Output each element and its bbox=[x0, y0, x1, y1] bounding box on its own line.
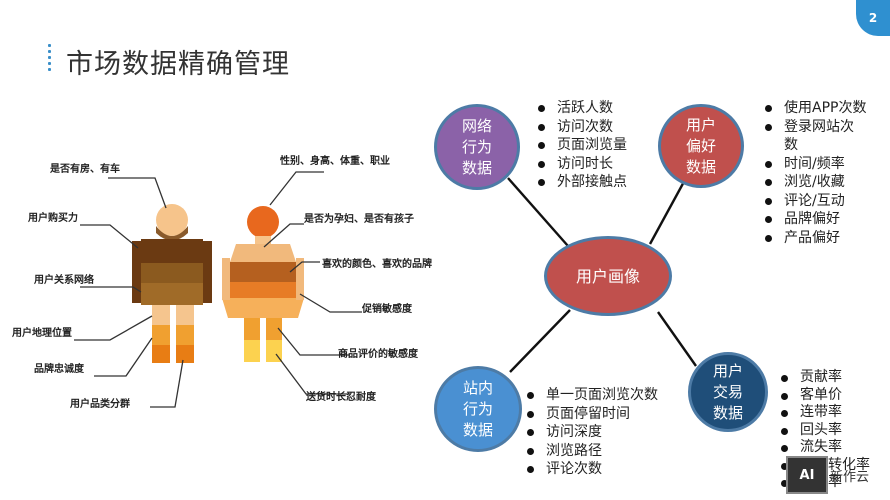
female-right-arm bbox=[296, 258, 304, 300]
node-network-line2: 行为 bbox=[461, 137, 492, 156]
female-torso-top bbox=[230, 244, 296, 262]
female-left-leg-low bbox=[244, 340, 260, 362]
male-right-leg-low bbox=[176, 345, 194, 363]
list-item: 连带率 bbox=[778, 404, 870, 422]
female-figure bbox=[222, 206, 304, 362]
list-item: 活跃人数 bbox=[535, 99, 627, 118]
callout-colors-brands: 喜欢的颜色、喜欢的品牌 bbox=[322, 259, 432, 270]
male-torso-top bbox=[141, 239, 203, 263]
list-item: 访问深度 bbox=[524, 423, 658, 442]
list-item: 评论/互动 bbox=[762, 192, 866, 211]
female-neck bbox=[255, 236, 271, 244]
male-left-arm bbox=[132, 241, 141, 303]
node-user-transaction: 用户 交易 数据 bbox=[688, 352, 768, 432]
list-item-continuation: 数 bbox=[784, 137, 798, 153]
onsite-items-list: 单一页面浏览次数 页面停留时间 访问深度 浏览路径 评论次数 bbox=[524, 386, 658, 479]
list-item: 页面停留时间 bbox=[524, 405, 658, 424]
female-torso-low bbox=[222, 282, 304, 298]
node-user-preference: 用户 偏好 数据 bbox=[658, 104, 744, 188]
list-item: 时间/频率 bbox=[762, 155, 866, 174]
left-callout-lines bbox=[74, 177, 184, 408]
list-item: 单一页面浏览次数 bbox=[524, 386, 658, 405]
callout-house-car: 是否有房、有车 bbox=[50, 164, 120, 175]
male-right-leg-top bbox=[176, 305, 194, 325]
node-user-portrait: 用户画像 bbox=[544, 236, 672, 316]
callout-social-network: 用户关系网络 bbox=[34, 275, 94, 286]
female-right-leg-top bbox=[266, 318, 282, 340]
node-network-line1: 网络 bbox=[461, 116, 492, 135]
node-preference-line3: 数据 bbox=[685, 157, 716, 176]
male-torso-low bbox=[141, 283, 203, 305]
node-transaction-line3: 数据 bbox=[712, 403, 743, 422]
list-item: 使用APP次数 bbox=[762, 99, 866, 118]
node-transaction-line1: 用户 bbox=[712, 361, 743, 380]
watermark-text: 新作云 bbox=[830, 469, 870, 485]
list-item: 回头率 bbox=[778, 422, 870, 440]
node-preference-line1: 用户 bbox=[685, 115, 716, 134]
callout-brand-loyalty: 品牌忠诚度 bbox=[34, 364, 84, 375]
list-item: 贡献率 bbox=[778, 369, 870, 387]
node-network-behavior: 网络 行为 数据 bbox=[434, 104, 520, 190]
list-item: 浏览/收藏 bbox=[762, 173, 866, 192]
callout-purchasing-power: 用户购买力 bbox=[28, 213, 78, 224]
callout-gender-height: 性别、身高、体重、职业 bbox=[280, 156, 390, 167]
callout-promo-sensitivity: 促销敏感度 bbox=[362, 304, 412, 315]
network-items-list: 活跃人数 访问次数 页面浏览量 访问时长 外部接触点 bbox=[535, 99, 627, 192]
female-left-leg-top bbox=[244, 318, 260, 340]
mindmap-connectors bbox=[507, 177, 697, 373]
list-item: 流失率 bbox=[778, 439, 870, 457]
node-onsite-line2: 行为 bbox=[462, 399, 493, 418]
male-left-leg-low bbox=[152, 345, 170, 363]
callout-delivery-tolerance: 送货时长忍耐度 bbox=[306, 392, 376, 403]
list-item: 浏览路径 bbox=[524, 442, 658, 461]
callout-location: 用户地理位置 bbox=[12, 328, 72, 339]
node-preference-line2: 偏好 bbox=[685, 136, 716, 155]
list-item: 评论次数 bbox=[524, 460, 658, 479]
node-onsite-behavior: 站内 行为 数据 bbox=[434, 366, 522, 452]
preference-items-list: 使用APP次数 登录网站次 数 时间/频率 浏览/收藏 评论/互动 品牌偏好 产… bbox=[762, 99, 866, 247]
list-item: 登录网站次 bbox=[762, 118, 866, 137]
list-item: 品牌偏好 bbox=[762, 210, 866, 229]
list-item: 页面浏览量 bbox=[535, 136, 627, 155]
right-callout-lines bbox=[263, 171, 362, 395]
list-item: 产品偏好 bbox=[762, 229, 866, 248]
watermark-logo: AI bbox=[786, 456, 828, 494]
list-item: 访问时长 bbox=[535, 155, 627, 174]
list-item: 客单价 bbox=[778, 387, 870, 405]
male-head bbox=[156, 204, 188, 236]
female-head bbox=[247, 206, 279, 238]
male-right-leg-mid bbox=[176, 325, 194, 345]
title-accent-dots bbox=[48, 44, 51, 74]
callout-pregnant-children: 是否为孕妇、是否有孩子 bbox=[304, 214, 414, 225]
node-onsite-line3: 数据 bbox=[462, 420, 493, 439]
node-onsite-line1: 站内 bbox=[462, 378, 493, 397]
node-center-label: 用户画像 bbox=[575, 266, 640, 286]
male-torso-mid bbox=[141, 263, 203, 283]
male-figure bbox=[132, 204, 212, 363]
male-left-leg-top bbox=[152, 305, 170, 325]
list-item: 访问次数 bbox=[535, 118, 627, 137]
node-network-line3: 数据 bbox=[461, 158, 492, 177]
page-title: 市场数据精确管理 bbox=[66, 49, 290, 80]
watermark: AI 新作云 bbox=[786, 454, 886, 496]
female-left-arm bbox=[222, 258, 230, 300]
callout-review-sensitivity: 商品评价的敏感度 bbox=[338, 349, 418, 360]
list-item: 外部接触点 bbox=[535, 173, 627, 192]
male-left-leg-mid bbox=[152, 325, 170, 345]
node-transaction-line2: 交易 bbox=[712, 382, 743, 401]
female-skirt bbox=[222, 298, 304, 318]
male-beard bbox=[156, 226, 188, 241]
callout-category-grouping: 用户品类分群 bbox=[70, 399, 130, 410]
female-torso-mid bbox=[226, 262, 300, 282]
male-right-arm bbox=[203, 241, 212, 303]
